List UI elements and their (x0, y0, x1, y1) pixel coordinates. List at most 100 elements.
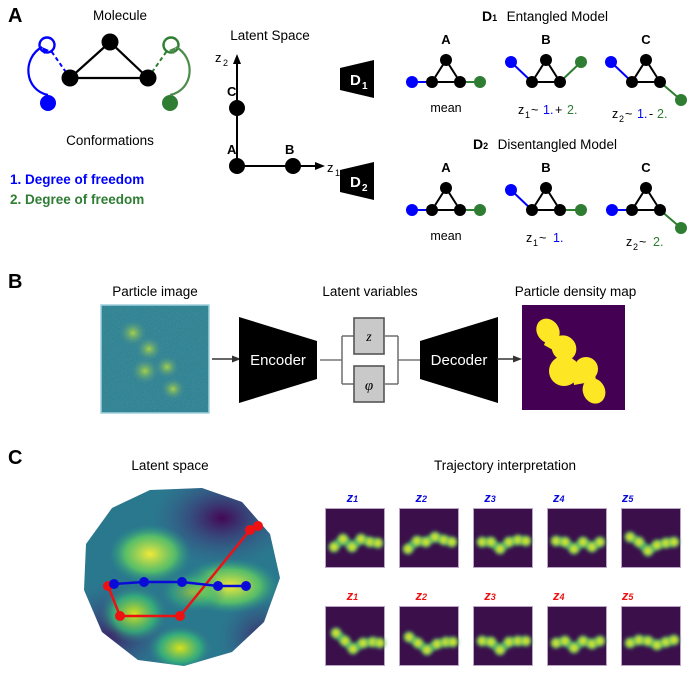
svg-text:1: 1 (525, 110, 530, 120)
entangled-decoder-sub: 1 (492, 13, 498, 23)
red-tile-row (325, 606, 681, 666)
blue-traj-label-1: z1 (346, 490, 359, 505)
entangled-state-b: B z 1 ~ 1. + 2. (505, 32, 587, 120)
red-traj-tile-3 (473, 606, 533, 666)
svg-text:C: C (227, 84, 237, 99)
svg-text:A: A (227, 142, 237, 157)
disentangled-model-header: D2 Disentangled Model (400, 136, 690, 154)
decoder-d2-shape[interactable]: D 2 (338, 160, 380, 202)
latent-variables-title: Latent variables (322, 284, 418, 299)
blue-traj-tile-1 (325, 508, 385, 568)
svg-text:2.: 2. (657, 107, 667, 121)
svg-text:z: z (626, 235, 632, 249)
blue-traj-tile-3 (473, 508, 533, 568)
svg-text:Decoder: Decoder (431, 352, 488, 369)
svg-text:2: 2 (362, 183, 368, 194)
disentangled-state-c: C z 2 ~ 2. (606, 160, 687, 252)
panel-b-letter: B (8, 271, 23, 293)
red-traj-tile-4 (547, 606, 607, 666)
red-traj-label-3: z3 (484, 588, 496, 603)
svg-text:z: z (612, 107, 618, 121)
latent-space-title-a: Latent Space (230, 28, 310, 43)
conformations-title: Conformations (66, 133, 154, 148)
blue-traj-tile-2 (399, 508, 459, 568)
red-traj-label-2: z2 (415, 588, 427, 603)
svg-text:φ: φ (365, 378, 373, 394)
atom-left (61, 69, 79, 87)
panel-c-letter: C (8, 447, 23, 469)
svg-text:~: ~ (625, 107, 632, 121)
svg-text:Encoder: Encoder (250, 352, 306, 369)
encoder-block[interactable]: Encoder (237, 315, 321, 405)
svg-text:A: A (441, 160, 451, 175)
blue-trajectory (109, 577, 251, 591)
molecule-bonds (46, 41, 172, 80)
blue-traj-label-3: z3 (484, 490, 496, 505)
svg-text:B: B (285, 142, 294, 157)
entangled-state-a: A mean (406, 32, 486, 115)
red-traj-label-1: z1 (346, 588, 359, 603)
entangled-model-header: D1 Entangled Model (400, 8, 690, 26)
svg-text:mean: mean (430, 101, 461, 115)
atom-blue (40, 95, 56, 111)
red-traj-label-5: z5 (621, 588, 634, 603)
entangled-state-c: C z 2 ~ 1. - 2. (605, 32, 687, 124)
latent-variables-block: z φ (320, 310, 420, 410)
svg-text:1.: 1. (543, 103, 553, 117)
svg-text:2: 2 (633, 242, 638, 252)
svg-text:z: z (327, 160, 334, 175)
svg-text:1: 1 (362, 81, 368, 92)
blue-traj-tile-4 (547, 508, 607, 568)
latent-point-c (229, 100, 245, 116)
svg-text:D: D (350, 174, 361, 191)
svg-text:A: A (441, 32, 451, 47)
blue-traj-tile-5 (621, 508, 681, 568)
svg-text:2: 2 (619, 114, 624, 124)
blue-traj-label-4: z4 (553, 490, 565, 505)
entangled-decoder-label: D (482, 8, 493, 24)
particle-image-title: Particle image (112, 284, 198, 299)
red-traj-label-4: z4 (553, 588, 565, 603)
disentangled-state-a: A mean (406, 160, 486, 243)
latent-space-title-c: Latent space (131, 458, 209, 473)
red-trajectory (103, 521, 263, 621)
panel-a-letter: A (8, 5, 23, 27)
svg-text:1: 1 (533, 238, 538, 248)
latent-point-a (229, 158, 245, 174)
disentangled-state-b: B z 1 ~ 1. (505, 160, 587, 248)
disentangled-model-name: Disentangled Model (497, 137, 617, 152)
molecule-diagram (18, 28, 208, 128)
molecule-title: Molecule (92, 8, 148, 23)
svg-text:z: z (518, 103, 524, 117)
entangled-model-name: Entangled Model (506, 9, 608, 24)
svg-text:z: z (526, 231, 532, 245)
svg-text:~: ~ (539, 231, 546, 245)
svg-text:B: B (541, 32, 550, 47)
red-traj-tile-1 (325, 606, 387, 666)
svg-text:z: z (215, 50, 222, 65)
atom-green (162, 95, 178, 111)
trajectory-title: Trajectory interpretation (433, 458, 577, 473)
atom-right (139, 69, 157, 87)
red-tile-labels: z1 z2 z3 z4 z5 (325, 588, 655, 603)
decoder-block[interactable]: Decoder (418, 315, 502, 405)
blue-traj-label-5: z5 (621, 490, 634, 505)
svg-text:mean: mean (430, 229, 461, 243)
decoder-d1-shape[interactable]: D 1 (338, 58, 380, 100)
entangled-states: A mean B z 1 ~ 1. + 2. C (398, 30, 696, 125)
dof-item-1: 1. Degree of freedom (10, 172, 145, 187)
svg-text:C: C (641, 32, 651, 47)
latent-point-b (285, 158, 301, 174)
latent-box-z (353, 317, 385, 355)
dof-item-2: 2. Degree of freedom (10, 192, 145, 207)
disentangled-decoder-label: D (473, 136, 484, 152)
svg-text:D: D (350, 72, 361, 89)
green-dof-arrow (169, 46, 191, 97)
svg-text:z: z (365, 330, 372, 345)
svg-text:~: ~ (639, 235, 646, 249)
atom-top (101, 33, 119, 51)
svg-text:2: 2 (223, 58, 228, 68)
arrow-image-to-encoder (212, 352, 242, 366)
latent-space-axes: z 2 z 1 A B C (205, 48, 340, 178)
